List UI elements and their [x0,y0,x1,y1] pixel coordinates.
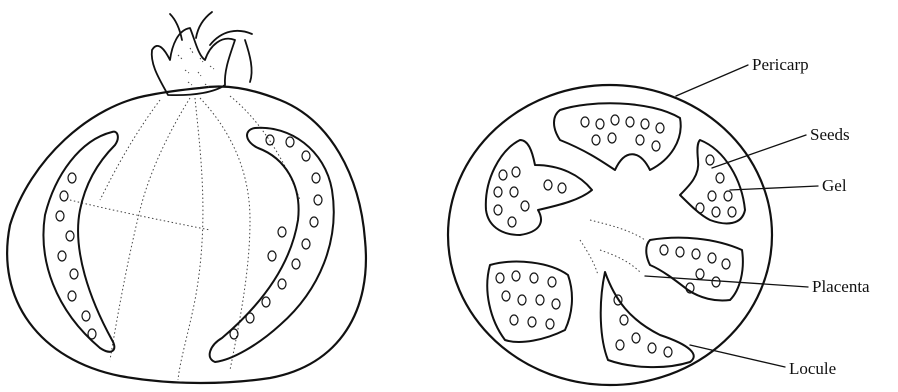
leader-gel [730,186,818,190]
locule-right-long [210,128,334,362]
placenta-texture [580,220,645,275]
seeds-left-long [56,173,96,339]
fruit-outline-cross [448,85,772,385]
label-gel: Gel [730,176,847,195]
stem-calyx [152,12,252,95]
leader-pericarp [676,65,748,96]
seeds-right-long [230,135,322,339]
calyx-texture [178,48,214,87]
label-locule: Locule [690,345,836,378]
label-locule-text: Locule [789,359,836,378]
label-placenta: Placenta [645,276,870,296]
locules-cross [486,103,745,367]
label-gel-text: Gel [822,176,847,195]
locule-top [554,103,681,170]
calyx [152,28,235,95]
label-seeds-text: Seeds [810,125,850,144]
longitudinal-section [7,12,366,383]
transverse-section [448,85,772,385]
label-pericarp: Pericarp [676,55,809,96]
label-pericarp-text: Pericarp [752,55,809,74]
fruit-outline-long [7,87,366,384]
label-placenta-text: Placenta [812,277,870,296]
locule-lower-right [601,272,694,367]
locule-upper-left [486,140,592,235]
leader-placenta [645,276,808,287]
label-seeds: Seeds [712,125,850,168]
locule-left-long [43,132,117,352]
leader-seeds [712,135,806,168]
